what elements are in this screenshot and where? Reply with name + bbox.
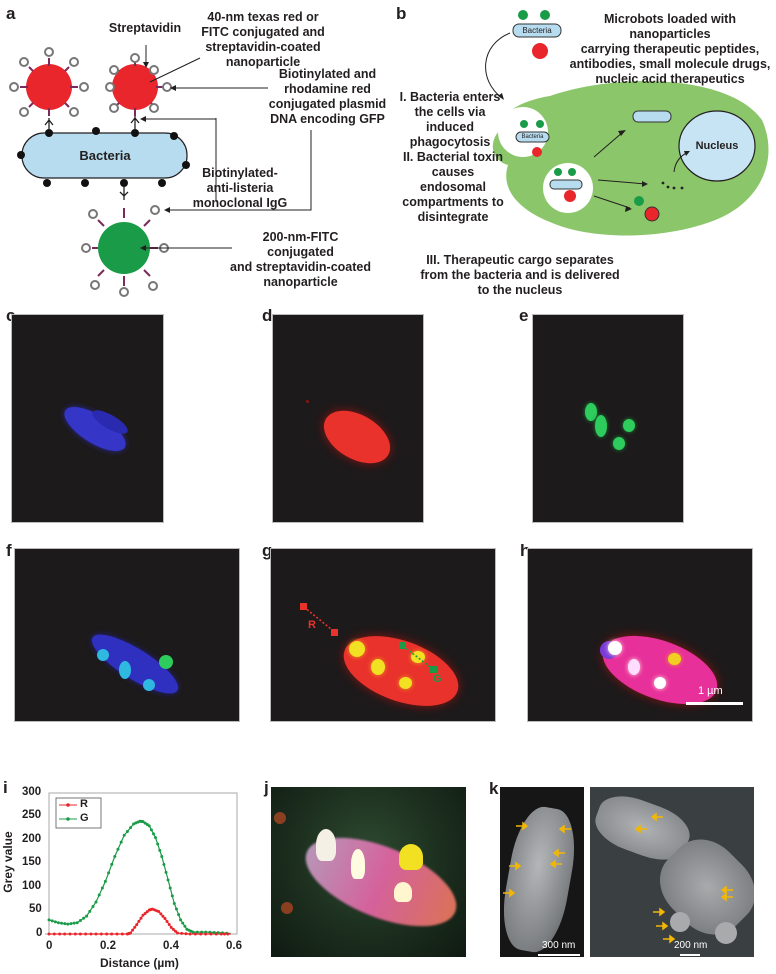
- x-tick-0: 0: [46, 940, 53, 952]
- panel-g-image: R G: [270, 548, 496, 722]
- green-nanoparticle-icon: [81, 205, 169, 297]
- red-nanoparticle-icon: [9, 47, 89, 117]
- y-axis-label: Grey value: [1, 831, 15, 893]
- panel-a-graphics: [9, 45, 312, 297]
- plasmid-label: Biotinylated and rhodamine red conjugate…: [268, 67, 387, 126]
- scalebar-300-label: 300 nm: [542, 940, 576, 951]
- scalebar-300-line: [538, 954, 580, 956]
- panel-d-image: [272, 314, 424, 523]
- chart-svg: [45, 792, 238, 936]
- panel-d-label: d: [262, 306, 273, 325]
- panel-b-diagram: Bacteria Bacteria Nucleus Microbots load…: [390, 0, 776, 300]
- microbots-description: Microbots loaded with nanoparticles carr…: [569, 12, 771, 86]
- panel-e-image: [532, 314, 684, 523]
- x-tick-0.6: 0.6: [226, 940, 242, 952]
- panel-k-sem-left: 300 nm: [500, 787, 584, 957]
- line-profile-chart: R G 300 250 200 150 100 50 0 0 0.2 0.4 0…: [0, 780, 260, 974]
- panel-g-label: g: [262, 541, 273, 560]
- panel-b-label: b: [396, 4, 407, 23]
- y-tick-300: 300: [22, 786, 42, 798]
- line-profile-markers: [300, 603, 437, 673]
- streptavidin-label: Streptavidin: [108, 21, 182, 35]
- panel-h-image: 1 µm: [527, 548, 753, 722]
- panel-f-image: [14, 548, 240, 722]
- panel-b-graphics: [485, 10, 769, 236]
- panel-k-sem-right: 200 nm: [590, 787, 754, 957]
- panel-a-diagram: Bacteria Streptavidin 40-nm texas red or…: [0, 0, 390, 300]
- scalebar-line: [686, 702, 743, 705]
- y-tick-50: 50: [29, 903, 42, 915]
- panel-k-label: k: [489, 779, 499, 798]
- x-tick-0.2: 0.2: [100, 940, 116, 952]
- panel-j-3d-image: [271, 787, 466, 957]
- y-tick-150: 150: [22, 856, 42, 868]
- y-tick-200: 200: [22, 833, 42, 845]
- pocket-bacteria-label: Bacteria: [521, 134, 544, 140]
- y-tick-250: 250: [22, 809, 42, 821]
- step-3-text: III. Therapeutic cargo separates from th…: [420, 253, 620, 297]
- x-axis-label: Distance (µm): [100, 956, 179, 970]
- nanoparticle-200nm-label: 200-nm-FITC conjugated and streptavidin-…: [230, 230, 371, 289]
- nucleus-icon: [678, 110, 756, 182]
- step-1-text: I. Bacteria enters the cells via induced…: [399, 90, 501, 149]
- x-tick-0.4: 0.4: [163, 940, 179, 952]
- panel-e-label: e: [519, 306, 529, 325]
- y-tick-100: 100: [22, 880, 42, 892]
- scalebar-200-line: [680, 954, 700, 956]
- chart-legend: [55, 797, 102, 829]
- line-r-label: R: [308, 619, 316, 631]
- panel-f-label: f: [6, 541, 12, 560]
- top-bacteria-label: Bacteria: [522, 26, 552, 35]
- nucleus-label: Nucleus: [695, 140, 739, 152]
- line-g-label: G: [433, 673, 442, 685]
- step-2-text: II. Bacterial toxin causes endosomal com…: [402, 150, 504, 224]
- y-tick-0: 0: [36, 927, 43, 939]
- panel-i-label: i: [3, 778, 8, 797]
- panel-j-label: j: [264, 778, 269, 797]
- igg-label: Biotinylated- anti-listeria monoclonal I…: [192, 166, 288, 210]
- panel-c-label: c: [6, 307, 15, 324]
- scalebar-label: 1 µm: [698, 685, 723, 697]
- nanoparticle-40nm-label: 40-nm texas red or FITC conjugated and s…: [201, 10, 325, 69]
- bacteria-label: Bacteria: [79, 148, 131, 163]
- red-nanoparticle-icon: [105, 53, 172, 116]
- legend-g-label: G: [80, 812, 89, 824]
- panel-c-image: [11, 314, 164, 523]
- legend-r-label: R: [80, 798, 88, 810]
- panel-a-label: a: [6, 4, 16, 23]
- scalebar-200-label: 200 nm: [674, 940, 708, 951]
- panel-h-label: h: [520, 541, 531, 560]
